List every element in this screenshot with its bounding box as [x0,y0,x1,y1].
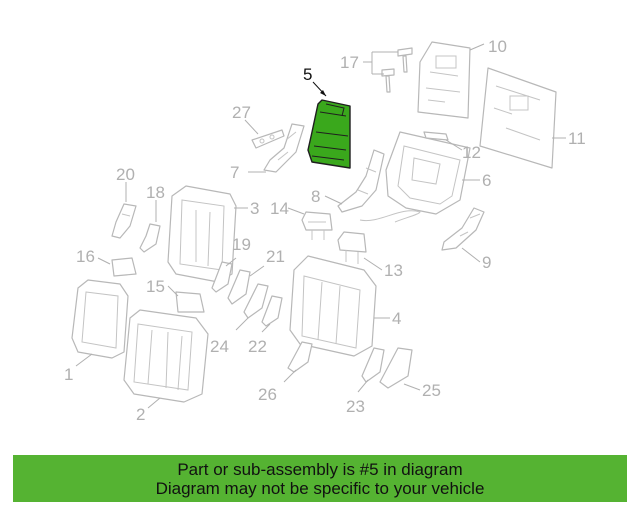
part-16-headrest [97,257,137,277]
part-20 [111,182,137,239]
callout-7: 7 [230,163,239,182]
banner-line-2: Diagram may not be specific to your vehi… [155,478,485,498]
callout-16: 16 [76,247,95,266]
callout-17: 17 [340,53,359,72]
part-2-cushion [123,309,209,409]
callout-11: 11 [568,129,586,148]
part-6-frame [385,131,480,215]
callout-26: 26 [258,385,277,404]
part-24 [235,283,269,331]
part-11-cover [479,67,566,169]
part-21 [227,265,265,305]
parts-diagram: 10 17 11 5 27 7 [64,37,586,424]
part-22 [261,295,283,333]
callout-2: 2 [136,405,145,424]
callout-6: 6 [482,171,491,190]
callout-20: 20 [116,165,135,184]
part-19 [211,257,237,293]
callout-25: 25 [422,381,441,400]
part-9-hinge [441,207,485,263]
part-27 [244,119,285,149]
callout-19: 19 [232,235,251,254]
part-5-highlighted [307,81,351,169]
callout-15: 15 [146,277,165,296]
callout-23: 23 [346,397,365,416]
part-7-hinge [248,123,305,173]
part-17-bolts [363,47,413,93]
part-3-backrest [167,185,248,283]
part-12-latch [423,131,463,151]
callout-21: 21 [266,247,285,266]
callout-1: 1 [64,365,73,384]
part-10-panel [417,41,485,119]
part-23 [357,347,385,393]
info-banner: Part or sub-assembly is #5 in diagram Di… [13,455,627,502]
part-13-headrest [337,231,383,271]
callout-14: 14 [270,199,289,218]
part-1-seatback [71,279,129,367]
part-18 [139,200,161,253]
part-25 [379,347,421,391]
part-8-recliner [324,149,421,223]
callout-13: 13 [384,261,403,280]
callout-10: 10 [488,37,507,56]
callout-18: 18 [146,183,165,202]
callout-27: 27 [232,103,251,122]
callout-9: 9 [482,253,491,272]
callout-3: 3 [250,199,259,218]
part-26 [283,341,313,383]
callout-24: 24 [210,337,229,356]
callout-22: 22 [248,337,267,356]
callout-4: 4 [392,309,401,328]
callout-12: 12 [462,143,481,162]
part-14-headrest [287,207,333,240]
banner-line-1: Part or sub-assembly is #5 in diagram [177,459,463,479]
callout-5: 5 [303,65,312,84]
part-15-headrest [167,285,205,313]
callout-8: 8 [311,187,320,206]
part-4-rear-seatback [289,255,390,357]
